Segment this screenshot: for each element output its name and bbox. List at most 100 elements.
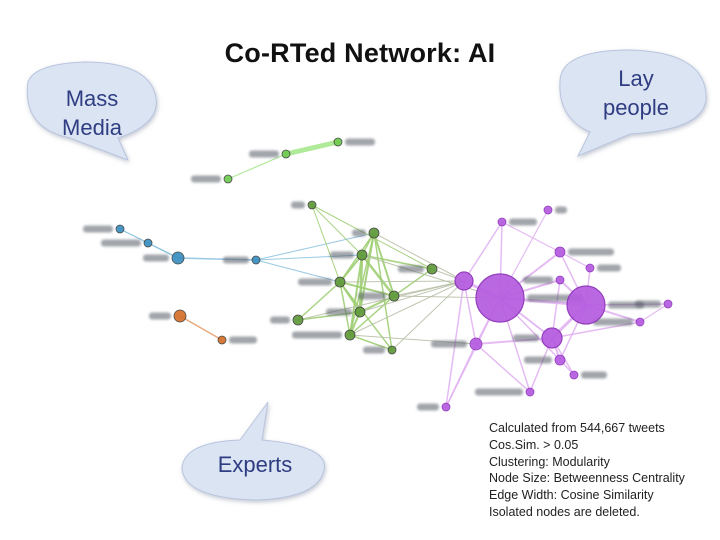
node-label-blurred <box>523 276 553 284</box>
node-label-blurred <box>298 278 332 286</box>
network-node <box>334 276 346 288</box>
network-node <box>554 246 566 258</box>
network-edge <box>255 232 375 261</box>
network-edge <box>349 334 393 351</box>
node-label-blurred <box>524 356 552 364</box>
node-label-blurred <box>149 312 171 320</box>
network-node <box>344 329 356 341</box>
node-label-blurred <box>330 251 354 259</box>
network-node <box>307 200 317 210</box>
note-line: Calculated from 544,667 tweets <box>489 421 665 435</box>
node-label-blurred <box>249 150 279 158</box>
node-label-blurred <box>597 264 621 272</box>
network-node <box>566 285 606 325</box>
node-label-blurred <box>593 318 633 326</box>
network-node <box>554 354 566 366</box>
note-line: Isolated nodes are deleted. <box>489 504 640 519</box>
network-edge <box>373 232 395 297</box>
network-edge <box>339 281 393 351</box>
node-label-blurred <box>513 334 539 342</box>
callout-lay-people-line-1: Lay <box>618 66 654 91</box>
network-edge <box>393 268 433 297</box>
network-edge <box>475 337 553 345</box>
node-label-blurred <box>509 218 537 226</box>
network-edge <box>463 280 477 345</box>
node-label-blurred <box>358 292 386 300</box>
network-node <box>251 255 261 265</box>
network-edge <box>639 303 669 323</box>
callout-lay-people <box>559 49 707 157</box>
network-node <box>217 335 227 345</box>
note-line: Clustering: Modularity <box>489 454 610 469</box>
network-edge <box>297 281 341 321</box>
node-label-blurred <box>398 265 424 273</box>
node-label-blurred <box>555 206 567 214</box>
network-node <box>426 263 438 275</box>
network-edge <box>339 280 465 283</box>
network-edge <box>227 153 287 180</box>
network-edge <box>373 232 393 351</box>
network-edge <box>373 232 465 282</box>
callout-experts <box>181 401 325 501</box>
network-edge <box>311 204 341 283</box>
network-node <box>454 271 474 291</box>
network-node <box>356 249 368 261</box>
node-label-blurred <box>223 256 249 264</box>
network-edge <box>360 253 396 298</box>
callout-experts-text: Experts <box>217 452 293 477</box>
network-node <box>555 275 565 285</box>
network-node <box>497 217 507 227</box>
network-node <box>281 149 291 159</box>
node-label-blurred <box>608 301 644 309</box>
graph-notes: Calculated from 544,667 tweets Cos.Sim. … <box>489 420 685 521</box>
network-node <box>388 290 400 302</box>
network-edge <box>358 253 364 314</box>
network-node <box>143 238 153 248</box>
network-edge <box>339 254 363 283</box>
network-edge <box>445 343 477 408</box>
network-node <box>469 337 483 351</box>
node-label-blurred <box>101 239 141 247</box>
network-node <box>173 309 187 323</box>
network-edge <box>349 295 395 336</box>
node-label-blurred <box>352 229 366 237</box>
network-node <box>635 317 645 327</box>
network-node <box>354 306 366 318</box>
network-node <box>223 174 233 184</box>
network-node <box>585 263 595 273</box>
node-label-blurred <box>191 175 221 183</box>
callout-mass-media-line-2: Media <box>62 115 122 140</box>
callout-mass-media-line-1: Mass <box>65 86 119 111</box>
network-edge <box>501 221 561 253</box>
node-label-blurred <box>229 336 257 344</box>
callout-mass-media-text: Mass Media <box>40 84 144 142</box>
note-line: Cos.Sim. > 0.05 <box>489 437 579 452</box>
network-edge <box>475 343 531 393</box>
node-label-blurred <box>292 331 342 339</box>
node-label-blurred <box>363 346 385 354</box>
callout-lay-people-line-2: people <box>602 95 670 120</box>
network-node <box>543 205 553 215</box>
network-node <box>569 370 579 380</box>
note-line: Node Size: Betweenness Centrality <box>489 471 685 486</box>
network-nodes <box>115 137 673 412</box>
network-node <box>387 345 397 355</box>
node-label-blurred <box>635 300 661 308</box>
network-node <box>441 402 451 412</box>
network-node <box>368 227 380 239</box>
node-label-blurred <box>417 403 439 411</box>
network-edge <box>349 280 465 336</box>
node-label-blurred <box>83 225 113 233</box>
node-label-blurred <box>581 371 607 379</box>
node-label-blurred <box>143 254 169 262</box>
network-node <box>541 327 563 349</box>
page-title: Co-RTed Network: AI <box>224 38 496 68</box>
network-edge <box>311 204 363 256</box>
node-label-blurred <box>475 388 523 396</box>
network-edge <box>349 254 363 336</box>
network-edge <box>283 139 341 157</box>
node-label-blurred <box>568 248 614 256</box>
network-node <box>475 273 525 323</box>
network-edge <box>179 315 223 341</box>
